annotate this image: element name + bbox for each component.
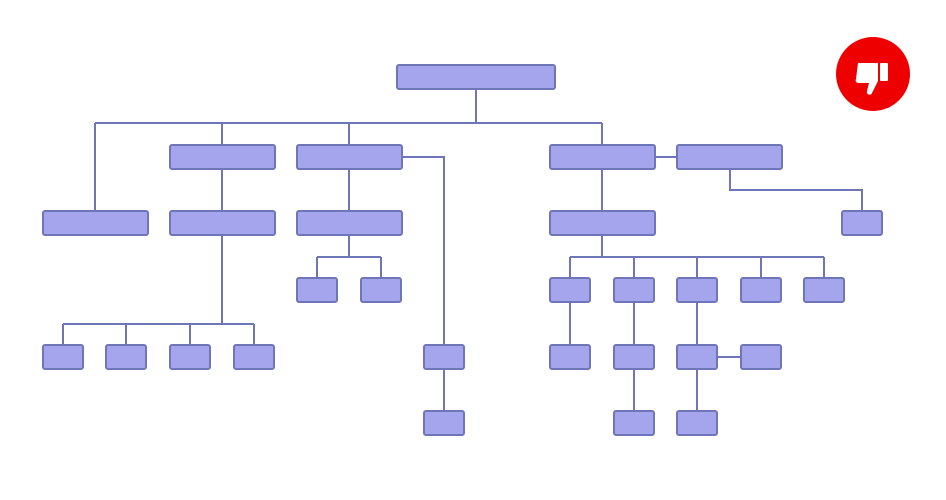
right-child-1-node bbox=[549, 277, 591, 303]
right-ggchild-1-node bbox=[613, 410, 655, 436]
left-leaf-4-node bbox=[233, 344, 275, 370]
l1-left-node bbox=[169, 144, 276, 170]
l1-right-node bbox=[549, 144, 656, 170]
chain-leaf-1-node bbox=[423, 344, 465, 370]
l2-right-node bbox=[549, 210, 656, 236]
l1-far-left-node bbox=[42, 210, 149, 236]
right-child-5-node bbox=[803, 277, 845, 303]
l1-right-sibling-node bbox=[676, 144, 783, 170]
connector-line bbox=[729, 169, 863, 211]
l1-center-node bbox=[296, 144, 403, 170]
right-child-2-node bbox=[613, 277, 655, 303]
connector-line bbox=[402, 156, 445, 345]
center-leaf-2-node bbox=[360, 277, 402, 303]
right-ggchild-2-node bbox=[676, 410, 718, 436]
far-right-leaf-node bbox=[841, 210, 883, 236]
l2-left-node bbox=[169, 210, 276, 236]
right-child-4-node bbox=[740, 277, 782, 303]
thumbs-down-badge[interactable] bbox=[836, 37, 910, 111]
right-grandchild-1-node bbox=[549, 344, 591, 370]
center-leaf-1-node bbox=[296, 277, 338, 303]
right-child-3-node bbox=[676, 277, 718, 303]
right-grandchild-3-node bbox=[676, 344, 718, 370]
l2-center-node bbox=[296, 210, 403, 236]
nodes bbox=[42, 64, 883, 436]
chain-leaf-2-node bbox=[423, 410, 465, 436]
right-grandchild-2-node bbox=[613, 344, 655, 370]
root-node bbox=[396, 64, 556, 90]
left-leaf-2-node bbox=[105, 344, 147, 370]
left-leaf-3-node bbox=[169, 344, 211, 370]
connectors bbox=[62, 89, 863, 411]
right-grandchild-side-node bbox=[740, 344, 782, 370]
left-leaf-1-node bbox=[42, 344, 84, 370]
thumbs-down-icon bbox=[836, 37, 910, 111]
